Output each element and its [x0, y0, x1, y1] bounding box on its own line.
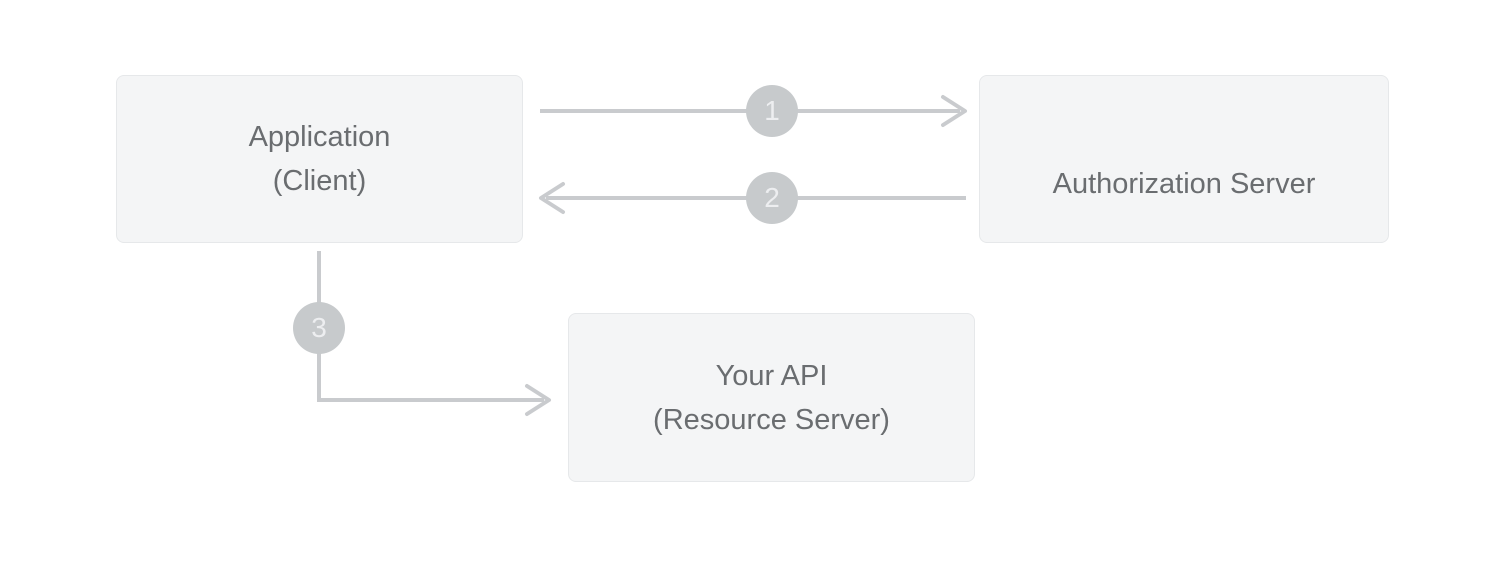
node-label-line: Application: [248, 121, 391, 153]
node-label-line: Authorization Server: [1052, 168, 1316, 200]
node-label-line: Your API: [715, 359, 828, 392]
step-1-badge: 1: [746, 85, 798, 137]
arrow-left-icon: [539, 182, 565, 214]
node-your-api-resource-server: Your API (Resource Server): [568, 313, 975, 482]
step-number: 2: [764, 182, 780, 213]
node-authorization-server: Authorization Server: [979, 75, 1389, 243]
arrow-right-icon: [525, 384, 551, 416]
node-label-line: (Client): [272, 165, 367, 197]
node-application-client: Application (Client): [116, 75, 523, 243]
node-label-line: (Resource Server): [653, 403, 890, 436]
step-3-badge: 3: [293, 302, 345, 354]
step-number: 3: [311, 312, 327, 343]
step-2-badge: 2: [746, 172, 798, 224]
arrow-step3-elbow: [317, 251, 551, 416]
step-number: 1: [764, 95, 780, 126]
arrow-right-icon: [941, 95, 967, 127]
